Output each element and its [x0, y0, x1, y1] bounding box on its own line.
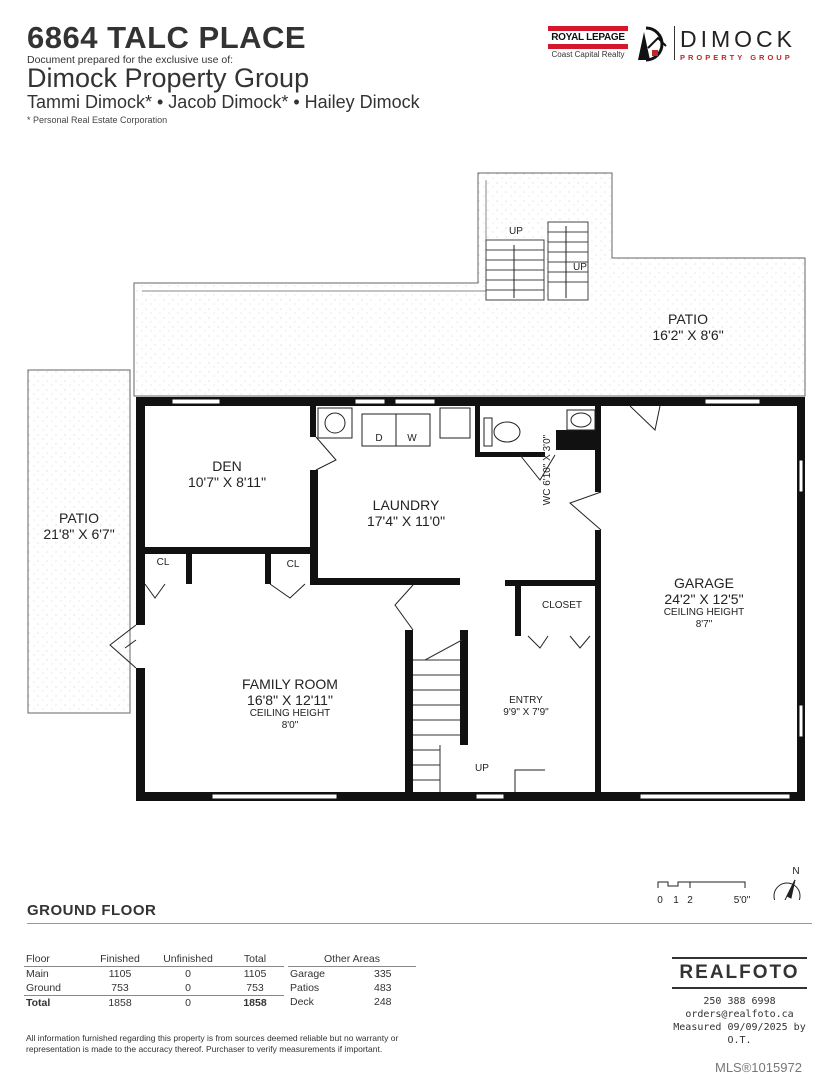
- interior-stairs: [413, 639, 463, 792]
- scale-tick: 5'0": [733, 895, 751, 906]
- realfoto-block: REALFOTO 250 388 6998 orders@realfoto.ca…: [672, 957, 807, 1047]
- walls: [136, 397, 805, 801]
- dimock-house-icon: [638, 26, 667, 62]
- realfoto-logo: REALFOTO: [672, 957, 807, 989]
- logo-divider: [674, 26, 675, 60]
- scale-bar: [657, 881, 746, 888]
- footnote: * Personal Real Estate Corporation: [27, 115, 168, 125]
- mls-number: MLS®1015972: [715, 1060, 802, 1075]
- scale-tick: 0: [657, 895, 663, 906]
- north-arrow-icon: [773, 879, 801, 900]
- scale-tick: 1: [673, 895, 679, 906]
- fixtures: [317, 407, 596, 447]
- upper-patio-area: [133, 172, 806, 397]
- doors: [109, 405, 661, 792]
- prepared-for-text: Document prepared for the exclusive use …: [27, 54, 234, 66]
- phone: 250 388 6998: [703, 996, 776, 1007]
- dryer-label: D: [375, 433, 383, 444]
- floor-plan-drawing: [27, 172, 806, 900]
- royal-lepage-logo: ROYAL LEPAGE Coast Capital Realty: [548, 25, 628, 59]
- room-closet-right: CL: [286, 559, 300, 570]
- agents: Tammi Dimock* • Jacob Dimock* • Hailey D…: [27, 92, 420, 112]
- patio-stairs: [485, 221, 589, 301]
- measured-by: Measured 09/09/2025 by O.T.: [673, 1022, 806, 1046]
- room-closet: CLOSET: [541, 600, 583, 611]
- stair-up-label: UP: [573, 262, 587, 273]
- floor-label: GROUND FLOOR: [27, 902, 157, 919]
- stair-up-label: UP: [509, 226, 523, 237]
- email: orders@realfoto.ca: [685, 1009, 794, 1020]
- disclaimer: All information furnished regarding this…: [26, 1033, 399, 1054]
- dimock-logo: DIMOCK PROPERTY GROUP: [680, 26, 796, 62]
- north-label: N: [792, 866, 800, 877]
- scale-tick: 2: [687, 895, 693, 906]
- divider: [27, 923, 812, 924]
- washer-label: W: [407, 433, 417, 444]
- property-address: 6864 TALC PLACE: [27, 20, 307, 55]
- stair-up-label: UP: [475, 763, 489, 774]
- group-name: Dimock Property Group: [27, 63, 310, 93]
- left-patio-area: [27, 369, 131, 714]
- room-closet-left: CL: [156, 557, 170, 568]
- room-wc: WC 6'10" X 3'0": [542, 434, 553, 506]
